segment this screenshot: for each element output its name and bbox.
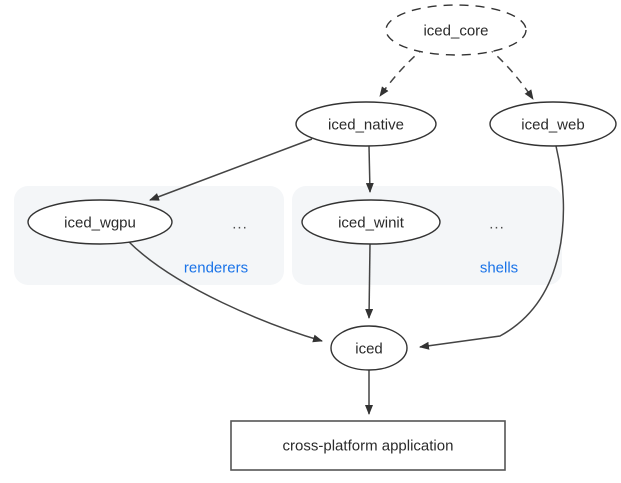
edge-iced-winit-to-iced xyxy=(365,243,374,319)
node-label-iced-web: iced_web xyxy=(521,117,584,134)
node-iced-winit[interactable]: iced_winit xyxy=(301,199,441,245)
node-iced[interactable]: iced xyxy=(330,325,408,371)
renderers-more-ellipsis: ... xyxy=(232,216,248,233)
edge-iced-native-to-iced-winit xyxy=(365,145,374,193)
node-iced-wgpu[interactable]: iced_wgpu xyxy=(27,199,173,245)
node-label-application: cross-platform application xyxy=(283,438,454,455)
node-label-iced-native: iced_native xyxy=(328,117,404,134)
node-label-iced-core: iced_core xyxy=(423,23,488,40)
node-iced-native[interactable]: iced_native xyxy=(295,101,437,147)
edge-iced-native-to-iced-wgpu xyxy=(149,138,313,201)
node-iced-web[interactable]: iced_web xyxy=(489,101,617,147)
edge-iced-core-to-iced-web xyxy=(486,46,534,100)
node-label-iced-winit: iced_winit xyxy=(338,215,405,232)
cluster-label-renderers: renderers xyxy=(184,260,248,277)
shells-more-ellipsis: ... xyxy=(489,216,505,233)
node-application[interactable]: cross-platform application xyxy=(230,420,506,471)
edge-iced-web-to-iced xyxy=(419,145,565,350)
edge-iced-core-to-iced-native xyxy=(379,46,426,97)
node-iced-core[interactable]: iced_core xyxy=(385,4,527,56)
node-label-iced-wgpu: iced_wgpu xyxy=(64,215,136,232)
cluster-label-shells: shells xyxy=(480,260,518,277)
edge-iced-wgpu-to-iced xyxy=(127,240,323,343)
node-label-iced: iced xyxy=(355,341,383,358)
